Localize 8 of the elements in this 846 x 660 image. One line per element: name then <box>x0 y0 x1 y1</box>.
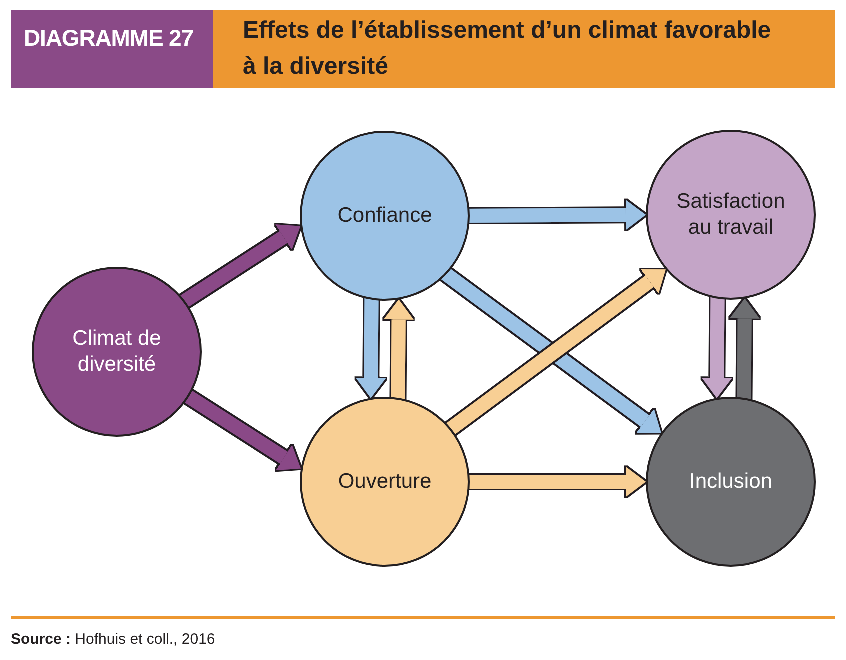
source-note: Source : Hofhuis et coll., 2016 <box>11 630 216 650</box>
node-label: Ouverture <box>337 469 433 495</box>
figure-number-label: DIAGRAMME 27 <box>11 10 213 88</box>
node-label: Confiance <box>336 203 434 229</box>
node-label: Inclusion <box>688 469 774 495</box>
title-banner: Effets de l’établissement d’un climat favorable à la diversité <box>213 10 835 88</box>
node-label: Climat de diversité <box>72 326 162 378</box>
node-label: Satisfaction au travail <box>676 189 786 241</box>
